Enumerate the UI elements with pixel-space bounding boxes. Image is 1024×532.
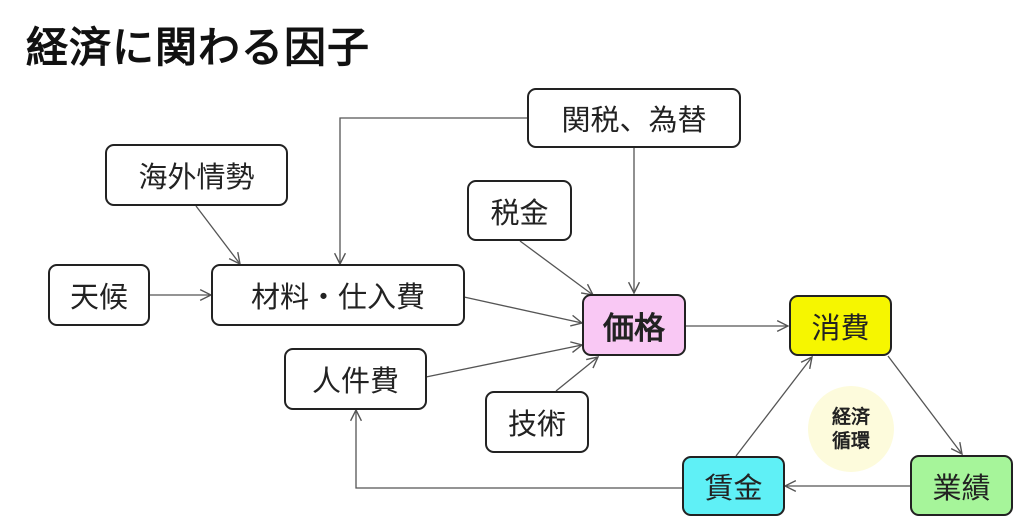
node-price: 価格	[582, 294, 686, 356]
edge-consumption-performance	[887, 355, 962, 454]
edge-technology-price	[555, 357, 598, 392]
node-labor-cost: 人件費	[284, 348, 427, 410]
economic-cycle-label: 経済 循環	[808, 386, 894, 472]
edge-wages-consumption	[735, 357, 812, 457]
node-materials-cost: 材料・仕入費	[211, 264, 465, 326]
node-overseas-situation: 海外情勢	[105, 144, 288, 206]
edge-tax-price	[519, 240, 593, 295]
node-weather: 天候	[48, 264, 150, 326]
edge-labor-price	[425, 345, 582, 378]
edge-tariff-materials	[340, 117, 528, 264]
node-consumption: 消費	[789, 295, 892, 356]
node-wages: 賃金	[682, 456, 785, 516]
cycle-label-line-1: 経済	[831, 406, 870, 428]
edge-wages-labor	[356, 410, 682, 489]
node-technology: 技術	[485, 391, 589, 453]
node-business-performance: 業績	[910, 455, 1013, 516]
page-title: 経済に関わる因子	[26, 23, 371, 72]
edge-overseas-materials	[195, 205, 240, 264]
node-tariff-exchange: 関税、為替	[527, 88, 741, 148]
cycle-label-line-2: 循環	[831, 430, 870, 452]
edge-materials-price	[463, 296, 582, 323]
node-tax: 税金	[467, 180, 572, 241]
